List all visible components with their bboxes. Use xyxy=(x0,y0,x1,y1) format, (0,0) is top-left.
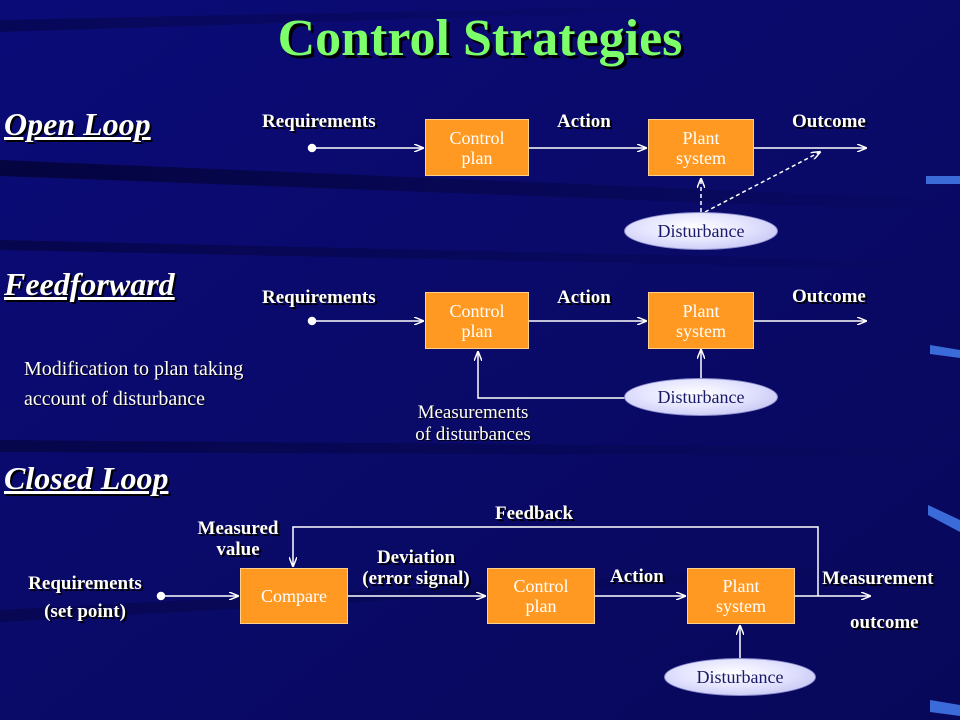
ff-action-label: Action xyxy=(557,287,611,308)
cl-measurement-label: Measurement xyxy=(822,568,934,589)
ff-control-plan-text: Control plan xyxy=(449,300,505,341)
cl-feedback-arrow xyxy=(293,526,819,596)
cl-outcome-label: outcome xyxy=(850,612,919,633)
cl-action-label: Action xyxy=(610,566,664,587)
page-title: Control Strategies xyxy=(277,10,683,67)
cl-disturbance-ellipse: Disturbance xyxy=(664,658,816,696)
open-loop-dist-outcome-arrow xyxy=(704,152,820,213)
ff-disturbance-text: Disturbance xyxy=(657,386,745,407)
ff-note-line2: account of disturbance xyxy=(24,388,206,410)
cl-feedback-label: Feedback xyxy=(495,503,574,524)
cl-error-signal-label: (error signal) xyxy=(362,568,470,589)
cl-measured-value-label: Measured value xyxy=(197,518,279,560)
ff-outcome-label: Outcome xyxy=(792,286,866,307)
ff-measure-arrow xyxy=(478,352,628,399)
cl-plant-system-text: Plant system xyxy=(715,576,766,616)
open-loop-action-label: Action xyxy=(557,111,611,132)
feedforward-heading: Feedforward xyxy=(4,266,175,302)
open-loop-control-plan-box: Control plan xyxy=(425,119,529,176)
ff-plant-system-text: Plant system xyxy=(675,300,726,341)
ff-plant-system-box: Plant system xyxy=(648,292,754,349)
ff-requirements-label: Requirements xyxy=(262,287,376,308)
cl-set-point-label: (set point) xyxy=(44,601,126,622)
cl-compare-box: Compare xyxy=(240,568,348,624)
open-loop-disturbance-text: Disturbance xyxy=(657,220,745,241)
ff-control-plan-box: Control plan xyxy=(425,292,529,349)
open-loop-control-plan-text: Control plan xyxy=(449,127,505,168)
open-loop-plant-system-box: Plant system xyxy=(648,119,754,176)
cl-requirements-label: Requirements xyxy=(28,573,142,594)
open-loop-heading: Open Loop xyxy=(4,106,151,142)
open-loop-outcome-label: Outcome xyxy=(792,111,866,132)
cl-compare-text: Compare xyxy=(261,586,327,606)
cl-control-plan-box: Control plan xyxy=(487,568,595,624)
open-loop-plant-system-text: Plant system xyxy=(675,127,726,168)
closed-loop-heading: Closed Loop xyxy=(4,460,169,496)
cl-plant-system-box: Plant system xyxy=(687,568,795,624)
ff-measurements-label: Measurements of disturbances xyxy=(415,402,531,445)
cl-disturbance-text: Disturbance xyxy=(696,666,784,687)
ff-disturbance-ellipse: Disturbance xyxy=(624,378,778,416)
open-loop-disturbance-ellipse: Disturbance xyxy=(624,212,778,250)
ff-note-line1: Modification to plan taking xyxy=(24,358,244,380)
cl-deviation-label: Deviation xyxy=(376,547,456,568)
cl-control-plan-text: Control plan xyxy=(513,576,569,616)
open-loop-requirements-label: Requirements xyxy=(262,111,376,132)
